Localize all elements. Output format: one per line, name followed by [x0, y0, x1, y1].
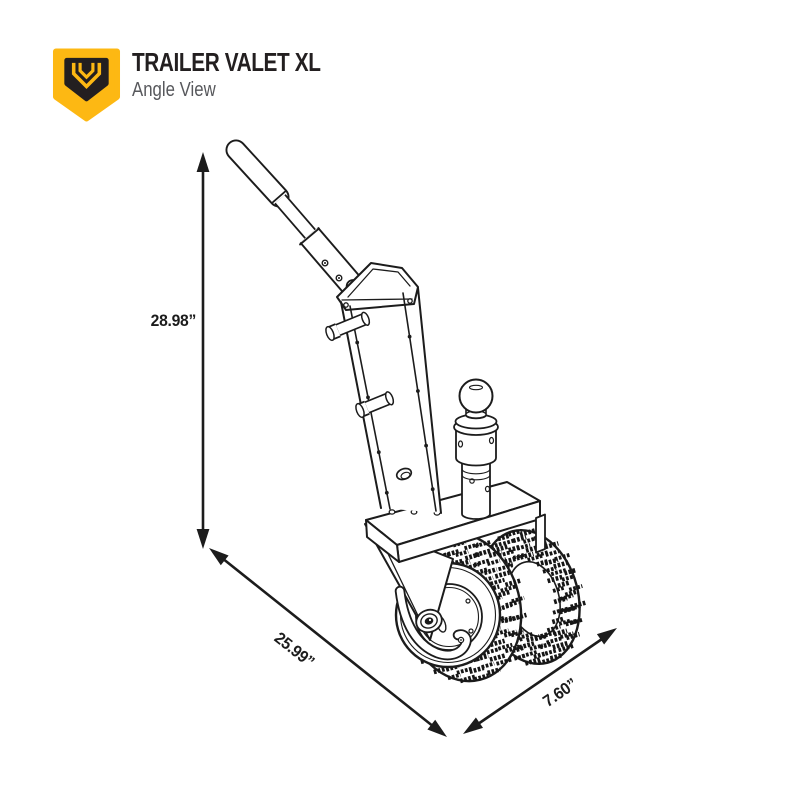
header: TRAILER VALET XL Angle View	[52, 47, 368, 123]
caster-bracket	[364, 481, 546, 641]
dimension-height-label: 28.98”	[151, 312, 196, 330]
hitch-ball-mount	[453, 378, 499, 520]
wheel-hub-assembly	[394, 585, 472, 661]
product-title: TRAILER VALET XL	[132, 47, 321, 77]
trailer-valet-logo-icon	[52, 48, 121, 122]
dimension-height: 28.98”	[151, 152, 210, 549]
mast-column	[325, 262, 442, 514]
view-label: Angle View	[132, 79, 216, 101]
dimension-length-label: 25.99”	[271, 629, 318, 672]
title-block: TRAILER VALET XL Angle View	[132, 47, 368, 100]
dimension-width-label: 7.60”	[540, 675, 581, 711]
